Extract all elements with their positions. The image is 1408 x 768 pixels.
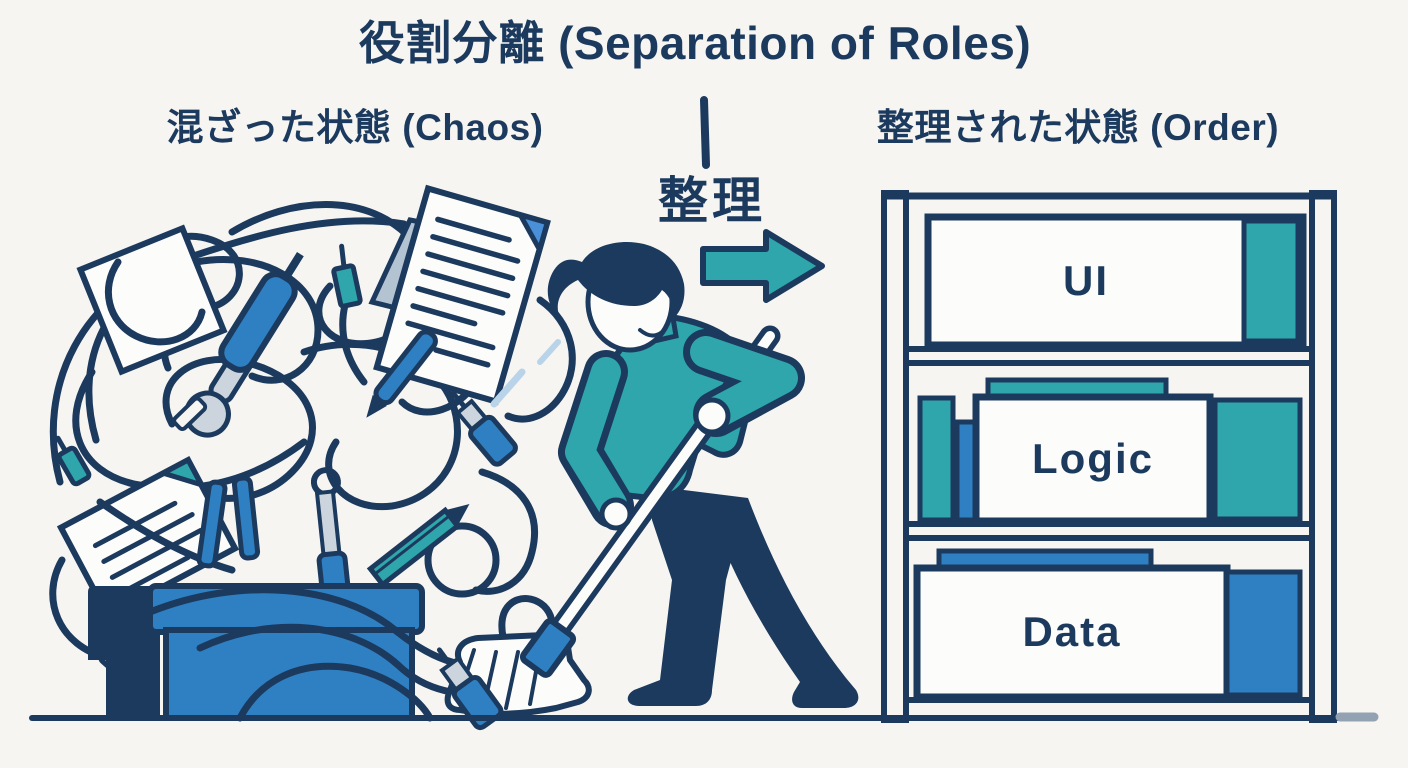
teal-book-block [917, 395, 956, 523]
pen-icon [196, 479, 228, 569]
shelf-item-logic-label: Logic [1032, 435, 1154, 482]
chaos-pile-illustration [49, 184, 576, 722]
screwdriver-icon [310, 467, 352, 609]
shelf-illustration [881, 190, 1337, 723]
pencil-icon [366, 503, 470, 589]
person-right-hand [693, 397, 731, 435]
highlight-stroke [490, 368, 526, 408]
shelf-right-post [1309, 190, 1337, 723]
cable-plug-icon [331, 243, 363, 309]
logic-accent-block [1212, 397, 1303, 522]
screwdriver-icon [218, 252, 304, 373]
arrow-right-icon [700, 229, 825, 303]
person-legs [716, 498, 859, 708]
order-label: 整理された状態 (Order) [876, 107, 1280, 148]
shelf-left-post [881, 190, 909, 723]
shelf-ui-box [924, 213, 1307, 349]
seiri-action-label: 整理 [658, 173, 766, 229]
person-sweeping-illustration [444, 242, 859, 717]
cable-plug-icon [55, 435, 92, 487]
shelf-item-data-label: Data [1022, 608, 1122, 655]
jack-connector-icon [450, 390, 518, 467]
page-title: 役割分離 (Separation of Roles) [358, 17, 1032, 69]
divider-line [700, 96, 710, 169]
data-accent-block [1224, 569, 1303, 698]
person-head [547, 242, 685, 353]
ui-accent-block [1241, 218, 1301, 344]
person-left-arm [565, 357, 627, 519]
pen-icon [231, 475, 261, 561]
shelf-logic-box [917, 377, 1303, 525]
highlight-stroke [537, 339, 561, 365]
shelf-data-box [913, 548, 1303, 701]
pen-icon [366, 329, 438, 418]
person-left-hand [599, 497, 633, 531]
wire-over-paper [104, 258, 206, 346]
shelf-item-ui-label: UI [1063, 257, 1109, 304]
person-legs [627, 486, 748, 706]
chaos-label: 混ざった状態 (Chaos) [166, 107, 544, 148]
person-right-arm [690, 336, 798, 428]
